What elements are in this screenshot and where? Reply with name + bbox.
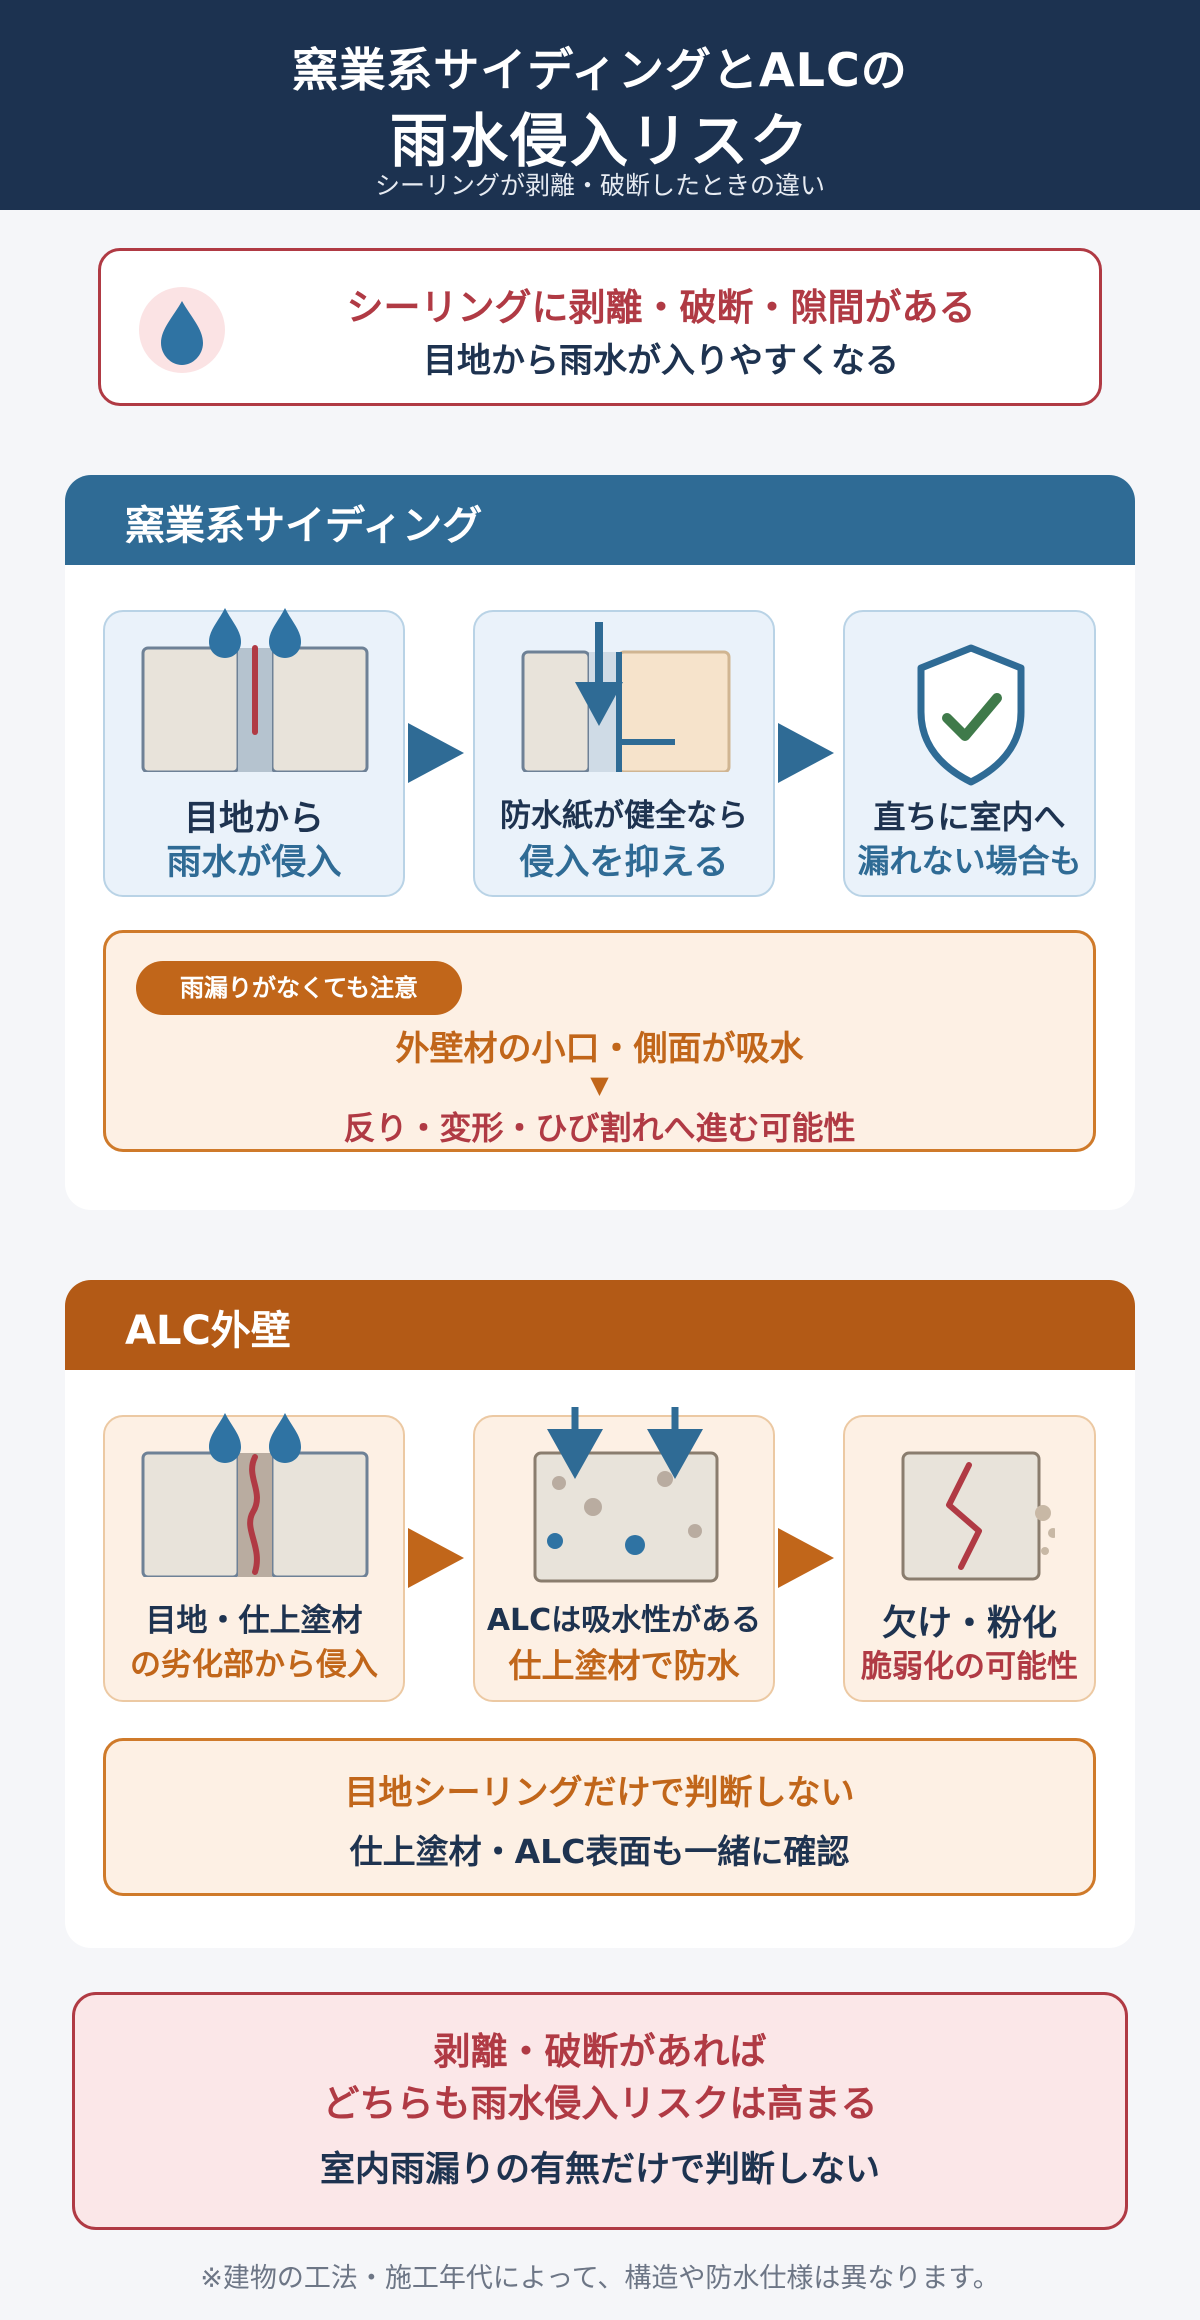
siding-section: 窯業系サイディング 目地から 雨水が侵入 bbox=[65, 475, 1135, 1210]
alc-step-3-line1: 欠け・粉化 bbox=[881, 1604, 1057, 1644]
flow-arrow-icon bbox=[778, 723, 834, 783]
waterproof-sheet-icon bbox=[515, 622, 737, 774]
summary-line2: どちらも雨水侵入リスクは高まる bbox=[322, 2082, 878, 2125]
water-drop-icon bbox=[139, 287, 225, 373]
alc-step-3: 欠け・粉化 脆弱化の可能性 bbox=[843, 1415, 1096, 1702]
alc-step-2: ALCは吸水性がある 仕上塗材で防水 bbox=[473, 1407, 775, 1702]
joint-rain-icon bbox=[135, 1407, 375, 1579]
siding-section-title: 窯業系サイディング bbox=[125, 503, 483, 549]
alc-step-1-line1: 目地・仕上塗材 bbox=[145, 1603, 363, 1639]
header-banner: 窯業系サイディングとALCの 雨水侵入リスク シーリングが剥離・破断したときの違… bbox=[0, 0, 1200, 210]
down-arrow-icon: ▼ bbox=[590, 1071, 609, 1099]
siding-step-3-line1: 直ちに室内へ bbox=[873, 798, 1066, 836]
page-subtitle: シーリングが剥離・破断したときの違い bbox=[374, 171, 825, 200]
sealing-alert-box: シーリングに剥離・破断・隙間がある 目地から雨水が入りやすくなる bbox=[98, 248, 1102, 406]
alc-section: ALC外壁 目地・仕上塗材 の劣化部から侵入 bbox=[65, 1280, 1135, 1948]
summary-box: 剥離・破断があれば どちらも雨水侵入リスクは高まる 室内雨漏りの有無だけで判断し… bbox=[72, 1992, 1128, 2230]
siding-step-3-line2: 漏れない場合も bbox=[857, 842, 1082, 880]
page-title-line2: 雨水侵入リスク bbox=[389, 107, 810, 175]
alc-section-header: ALC外壁 bbox=[65, 1280, 1135, 1370]
caution-badge: 雨漏りがなくても注意 bbox=[136, 961, 462, 1015]
siding-step-2-line2: 侵入を抑える bbox=[519, 843, 729, 883]
joint-rain-icon bbox=[135, 602, 375, 774]
alc-caution-line1: 目地シーリングだけで判断しない bbox=[344, 1773, 855, 1813]
flow-arrow-icon bbox=[408, 1528, 464, 1588]
alc-caution-line2: 仕上塗材・ALC表面も一緒に確認 bbox=[349, 1832, 850, 1871]
shield-check-icon bbox=[911, 642, 1031, 792]
flow-arrow-icon bbox=[778, 1528, 834, 1588]
siding-caution-box: 雨漏りがなくても注意 外壁材の小口・側面が吸水 ▼ 反り・変形・ひび割れへ進む可… bbox=[103, 930, 1096, 1152]
siding-step-2: 防水紙が健全なら 侵入を抑える bbox=[473, 610, 775, 897]
alc-step-1: 目地・仕上塗材 の劣化部から侵入 bbox=[103, 1413, 405, 1702]
siding-step-1: 目地から 雨水が侵入 bbox=[103, 608, 405, 897]
summary-line3: 室内雨漏りの有無だけで判断しない bbox=[319, 2150, 880, 2190]
alert-line1: シーリングに剥離・破断・隙間がある bbox=[346, 286, 976, 329]
siding-caution-line1: 外壁材の小口・側面が吸水 bbox=[395, 1029, 804, 1069]
siding-caution-line2: 反り・変形・ひび割れへ進む可能性 bbox=[343, 1109, 856, 1147]
footnote: ※建物の工法・施工年代によって、構造や防水仕様は異なります。 bbox=[200, 2263, 1000, 2294]
flow-arrow-icon bbox=[408, 723, 464, 783]
summary-line1: 剥離・破断があれば bbox=[433, 2030, 767, 2073]
porous-absorb-icon bbox=[525, 1407, 727, 1587]
alc-step-2-line1: ALCは吸水性がある bbox=[486, 1603, 762, 1638]
alert-line2: 目地から雨水が入りやすくなる bbox=[423, 341, 899, 381]
siding-step-1-line2: 雨水が侵入 bbox=[166, 843, 342, 883]
siding-step-2-line1: 防水紙が健全なら bbox=[500, 798, 748, 834]
page-title-line1: 窯業系サイディングとALCの bbox=[292, 43, 908, 97]
alc-step-2-line2: 仕上塗材で防水 bbox=[508, 1646, 740, 1685]
crack-icon bbox=[895, 1447, 1058, 1587]
siding-step-1-line1: 目地から bbox=[183, 799, 324, 839]
alc-step-1-line2: の劣化部から侵入 bbox=[130, 1647, 378, 1683]
siding-step-3: 直ちに室内へ 漏れない場合も bbox=[843, 610, 1096, 897]
alc-step-3-line2: 脆弱化の可能性 bbox=[861, 1649, 1078, 1685]
alc-caution-box: 目地シーリングだけで判断しない 仕上塗材・ALC表面も一緒に確認 bbox=[103, 1738, 1096, 1896]
siding-section-header: 窯業系サイディング bbox=[65, 475, 1135, 565]
alc-section-title: ALC外壁 bbox=[125, 1308, 291, 1354]
